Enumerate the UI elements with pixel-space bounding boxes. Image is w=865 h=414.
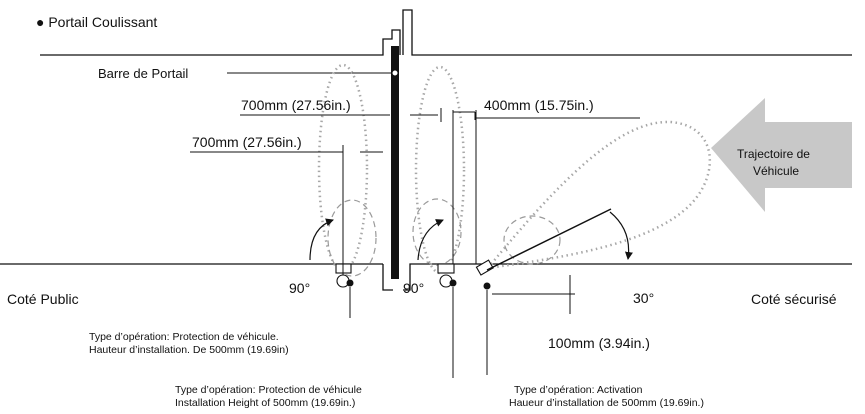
- dim-400: [452, 110, 640, 124]
- right-detection-loop: [485, 120, 712, 270]
- left-dashed-zone: [327, 199, 377, 277]
- left-sensor-dot: [346, 279, 354, 287]
- angle-arc-middle: [417, 219, 444, 261]
- gate-bar-marker: [391, 69, 399, 77]
- note-leaders: [349, 287, 488, 378]
- dim-100-label: 100mm (3.94in.): [548, 335, 650, 351]
- diagram-title: ● Portail Coulissant: [36, 14, 157, 30]
- gate-bar-label: Barre de Portail: [98, 66, 188, 81]
- middle-sensor-dot: [449, 279, 457, 287]
- activation-beam-line: [486, 208, 612, 271]
- dim-700-upper-label: 700mm (27.56in.): [241, 97, 351, 113]
- dim-700-lower: [190, 145, 383, 275]
- angle-arc-left: [309, 218, 334, 261]
- guide-lines: [452, 123, 477, 264]
- left-note-line1: Type d’opération: Protection de véhicule…: [89, 331, 279, 343]
- dim-100: [492, 275, 575, 314]
- secure-side-label: Coté sécurisé: [751, 291, 837, 307]
- trajectory-arrow: [711, 98, 852, 212]
- left-note-line2: Hauteur d’installation. De 500mm (19.69i…: [89, 344, 289, 356]
- angle-90-right: 90°: [403, 280, 424, 296]
- middle-note-line1: Type d’opération: Protection de véhicule: [175, 384, 362, 396]
- right-dashed-zone: [503, 215, 561, 265]
- right-note-line1: Type d’opération: Activation: [514, 384, 643, 396]
- right-sensor: [475, 259, 494, 276]
- trajectory-label-line1: Trajectoire de: [737, 147, 810, 161]
- ground-line: [0, 263, 852, 291]
- angle-30: 30°: [633, 290, 654, 306]
- top-boundary-line: [40, 9, 852, 56]
- middle-dashed-zone: [412, 198, 462, 266]
- dim-700-upper: [240, 108, 442, 122]
- trajectory-label-line2: Véhicule: [753, 164, 799, 178]
- dim-700-lower-label: 700mm (27.56in.): [192, 134, 302, 150]
- left-detection-loop: [317, 63, 369, 273]
- angle-90-left: 90°: [289, 280, 310, 296]
- right-note-line2: Haueur d’installation de 500mm (19.69in.…: [509, 397, 704, 409]
- right-sensor-dot: [483, 282, 491, 290]
- gate-bar: [391, 46, 399, 279]
- dim-400-label: 400mm (15.75in.): [484, 97, 594, 113]
- public-side-label: Coté Public: [7, 291, 79, 307]
- angle-arc-right: [609, 211, 633, 260]
- middle-note-line2: Installation Height of 500mm (19.69in.): [175, 397, 355, 409]
- middle-detection-loop: [414, 65, 466, 275]
